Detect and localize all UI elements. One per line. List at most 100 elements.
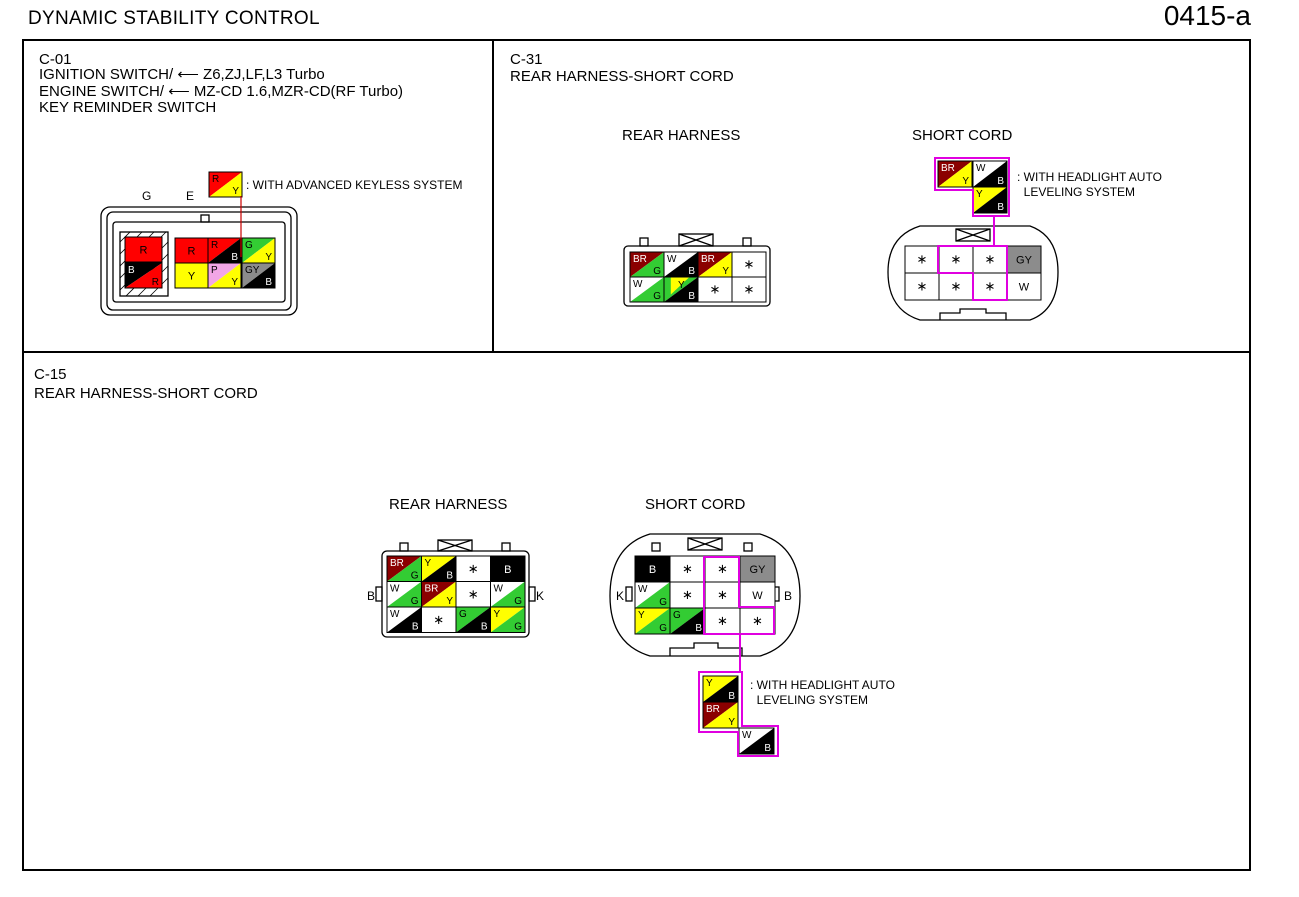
c15-side-k-left: K	[536, 589, 545, 603]
c01-option-note: : WITH ADVANCED KEYLESS SYSTEM	[246, 178, 463, 192]
svg-text:B: B	[446, 571, 453, 582]
svg-text:∗: ∗	[985, 279, 996, 294]
svg-text:∗: ∗	[917, 279, 928, 294]
svg-text:B: B	[481, 622, 488, 633]
c31-short-cord-body	[887, 225, 1059, 321]
svg-text:∗: ∗	[433, 612, 444, 627]
svg-text:BR: BR	[941, 163, 955, 174]
svg-text:∗: ∗	[717, 561, 728, 576]
svg-text:Y: Y	[265, 252, 272, 263]
c31-rear-pin-7: ∗	[697, 276, 733, 303]
svg-text:W: W	[390, 609, 400, 620]
svg-text:B: B	[728, 691, 735, 702]
svg-text:R: R	[152, 277, 159, 288]
svg-text:B: B	[265, 277, 272, 288]
svg-text:∗: ∗	[752, 613, 763, 628]
c15-rear-harness-body	[375, 539, 536, 638]
svg-text:G: G	[459, 609, 467, 620]
c01-pin-4: Y	[174, 262, 209, 289]
c15-name: REAR HARNESS-SHORT CORD	[34, 385, 258, 402]
c15-code: C-15	[34, 366, 67, 383]
c15-rear-pin-4: B	[490, 555, 526, 582]
svg-text:W: W	[638, 584, 648, 595]
c31-short-pin-2: ∗	[938, 245, 974, 274]
svg-text:∗: ∗	[717, 613, 728, 628]
c15-rear-pin-5: WG	[386, 581, 422, 608]
c31-option-pin-1: BR Y	[937, 160, 973, 188]
svg-text:BR: BR	[701, 254, 715, 265]
c31-short-cord-title: SHORT CORD	[912, 127, 1013, 144]
c01-pin-3: R	[174, 237, 209, 264]
c31-rear-harness-body	[623, 233, 771, 307]
svg-text:G: G	[659, 597, 667, 608]
c01-pin-5: RB	[207, 237, 242, 264]
c01-pin-6: PY	[207, 262, 242, 289]
c01-line2-label: ENGINE SWITCH/	[39, 83, 165, 100]
svg-text:B: B	[997, 202, 1004, 213]
svg-text:W: W	[633, 279, 643, 290]
c31-option-note: : WITH HEADLIGHT AUTO LEVELING SYSTEM	[1017, 170, 1162, 199]
svg-text:Y: Y	[728, 717, 735, 728]
c15-option-note: : WITH HEADLIGHT AUTO LEVELING SYSTEM	[750, 678, 895, 707]
c31-rear-pin-2: WB	[663, 251, 699, 278]
svg-text:B: B	[412, 622, 419, 633]
c15-short-pin-4: GY	[739, 555, 776, 583]
c31-option-pin-2: WB	[972, 160, 1008, 188]
svg-text:B: B	[688, 291, 695, 302]
svg-text:∗: ∗	[951, 252, 962, 267]
svg-text:B: B	[688, 266, 695, 277]
c31-rear-pin-6: YB	[663, 276, 699, 303]
c15-short-pin-5-split: WG	[634, 581, 671, 609]
svg-text:W: W	[742, 730, 752, 741]
c15-rear-pin-6: BRY	[421, 581, 457, 608]
c15-short-pin-10: GB	[669, 607, 706, 635]
svg-text:Y: Y	[678, 280, 685, 291]
page-id: 0415-a	[1163, 0, 1251, 31]
c15-short-pin-8: W	[739, 581, 776, 609]
diagram-frame	[22, 39, 1251, 871]
c15-short-pin-5: WG	[634, 581, 671, 609]
c31-short-pin-5: ∗	[904, 272, 940, 301]
c01-line2: ENGINE SWITCH/ ⟵ MZ-CD 1.6,MZR-CD(RF Tur…	[39, 84, 403, 99]
c15-short-pin-6: ∗	[669, 581, 706, 609]
svg-text:B: B	[997, 176, 1004, 187]
svg-text:W: W	[667, 254, 677, 265]
c15-short-pin-12: ∗	[739, 607, 776, 635]
svg-text:∗: ∗	[468, 561, 479, 576]
svg-text:Y: Y	[232, 186, 239, 197]
svg-text:G: G	[653, 291, 661, 302]
svg-text:R: R	[188, 246, 196, 258]
c15-side-b-right: B	[784, 589, 793, 603]
c15-short-pin-9-split: YG	[634, 607, 671, 635]
svg-text:G: G	[659, 623, 667, 634]
svg-text:∗: ∗	[951, 279, 962, 294]
panel-divider-horizontal	[22, 351, 1251, 353]
page-title: DYNAMIC STABILITY CONTROL	[28, 8, 320, 29]
svg-text:Y: Y	[976, 189, 983, 200]
c01-pin-1: R	[124, 236, 163, 263]
svg-text:Y: Y	[962, 176, 969, 187]
svg-text:G: G	[411, 596, 419, 607]
c15-short-cord-title: SHORT CORD	[645, 496, 746, 513]
c31-short-pin-3: ∗	[972, 245, 1008, 274]
svg-text:B: B	[695, 623, 702, 634]
svg-text:R: R	[211, 240, 218, 251]
svg-text:Y: Y	[188, 271, 196, 283]
c31-rear-pin-1: BRG	[629, 251, 665, 278]
c31-short-pin-8: W	[1006, 272, 1042, 301]
svg-text:G: G	[514, 596, 522, 607]
c01-pin-8: GYB	[241, 262, 276, 289]
svg-text:P: P	[211, 265, 218, 276]
c15-side-k-right: K	[616, 589, 625, 603]
c15-short-pin-11: ∗	[704, 607, 741, 635]
svg-text:BR: BR	[390, 558, 404, 569]
c01-line1: IGNITION SWITCH/ ⟵ Z6,ZJ,LF,L3 Turbo	[39, 67, 325, 82]
c15-option-pin-1: YB	[702, 675, 739, 703]
svg-text:B: B	[764, 743, 771, 754]
